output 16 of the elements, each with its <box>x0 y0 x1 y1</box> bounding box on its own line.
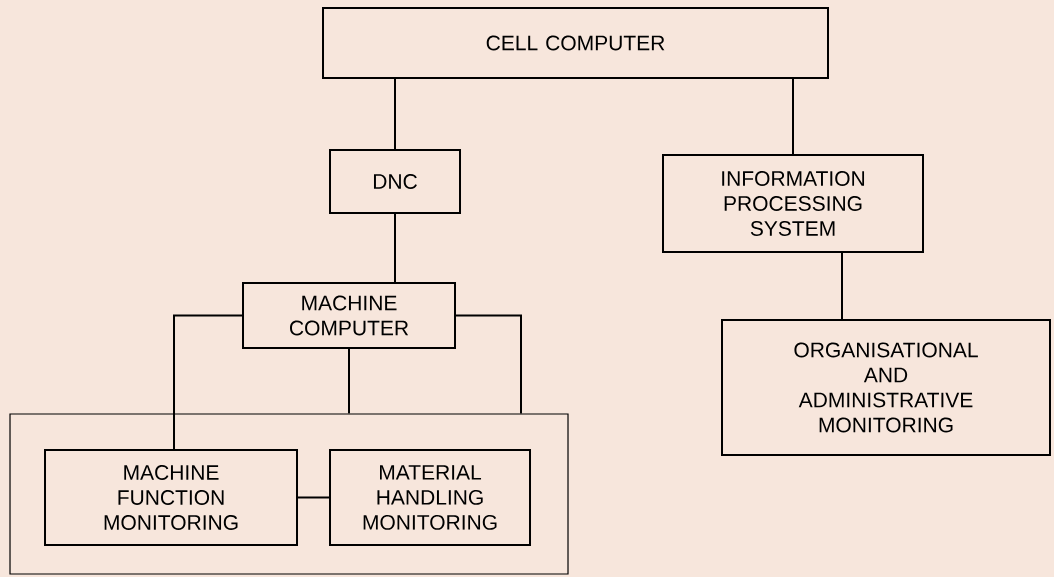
process-box: CELL COMPUTER <box>322 7 829 79</box>
connector-line <box>297 496 330 499</box>
group-box <box>9 413 569 575</box>
connector-line <box>841 252 843 320</box>
process-box: MACHINE FUNCTION MONITORING <box>44 449 298 546</box>
connector-line <box>792 78 794 155</box>
connector-line <box>394 78 396 150</box>
connector-line <box>348 348 350 415</box>
process-box: DNC <box>329 149 461 214</box>
connector-line <box>455 314 522 415</box>
connector-line <box>173 314 243 450</box>
process-box: MATERIAL HANDLING MONITORING <box>329 449 531 546</box>
process-box: INFORMATION PROCESSING SYSTEM <box>662 154 924 253</box>
connector-line <box>394 213 396 283</box>
process-box: MACHINE COMPUTER <box>242 282 456 349</box>
process-box: ORGANISATIONAL AND ADMINISTRATIVE MONITORING <box>721 319 1051 456</box>
